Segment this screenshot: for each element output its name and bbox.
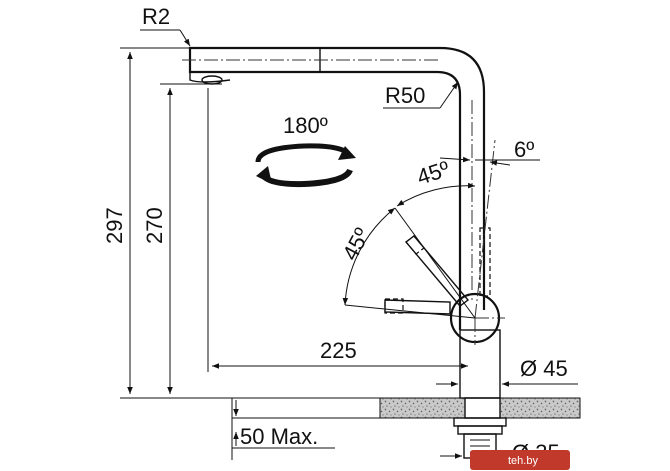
angle-6-label: 6º — [514, 137, 534, 162]
diameter-45-label: Ø 45 — [520, 356, 568, 381]
height-297-label: 297 — [102, 207, 127, 244]
rotation-arrow-icon — [255, 143, 356, 188]
watermark-text: teh.by — [508, 455, 538, 467]
angle-arcs — [342, 156, 540, 319]
countertop — [379, 397, 581, 419]
angle-45-upper-label: 45º — [414, 156, 453, 190]
faucet-base — [453, 329, 507, 459]
max-50-label: 50 Max. — [240, 424, 318, 449]
reach-225-label: 225 — [320, 338, 357, 363]
rotation-label: 180º — [283, 113, 328, 138]
dimension-lines — [120, 29, 578, 460]
height-270-label: 270 — [142, 207, 167, 244]
angle-45-lower-label: 45º — [337, 224, 374, 264]
radius-r50-label: R50 — [385, 83, 425, 108]
watermark-bg — [470, 450, 570, 470]
watermark-badge: teh.by — [470, 450, 570, 470]
radius-r2-label: R2 — [142, 4, 170, 29]
